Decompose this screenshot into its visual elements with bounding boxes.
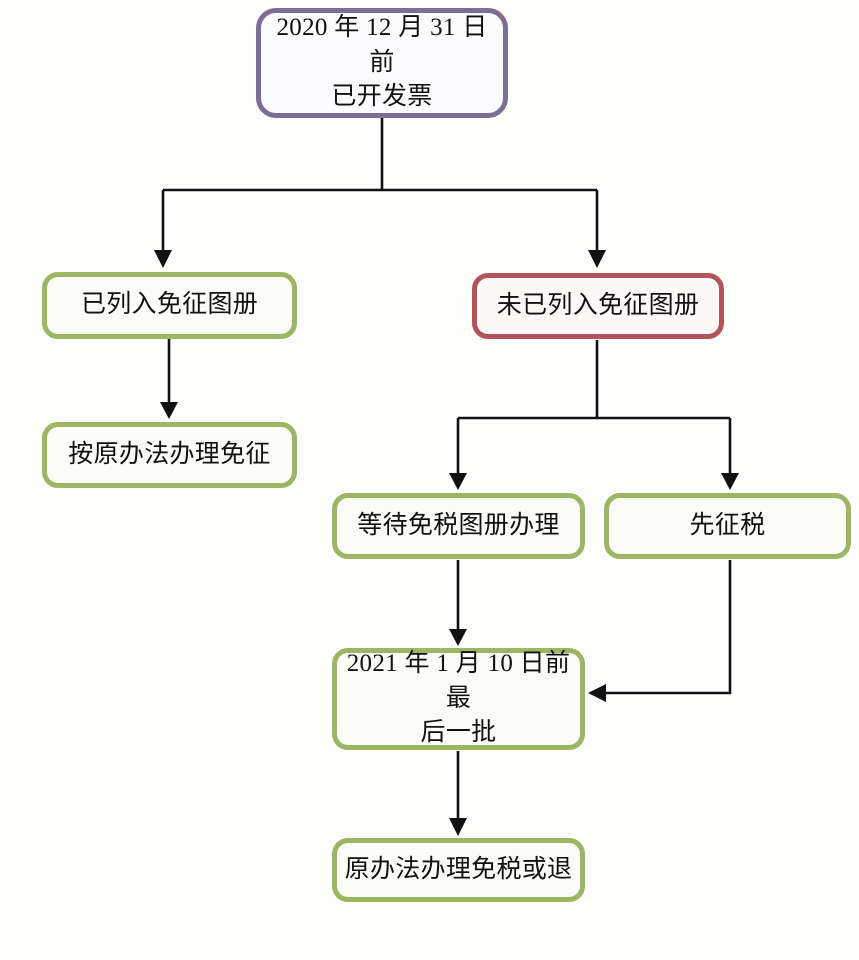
- edge-deadline-to-refund: [449, 751, 467, 836]
- node-pay-tax-first-label: 先征税: [689, 511, 766, 539]
- node-wait-for-catalog-label: 等待免税图册办理: [357, 511, 560, 539]
- node-invoice-issued[interactable]: 2020 年 12 月 31 日前 已开发票: [256, 8, 508, 118]
- node-listed-in-catalog[interactable]: 已列入免征图册: [42, 272, 297, 339]
- node-not-listed-in-catalog-label: 未已列入免征图册: [496, 291, 700, 319]
- edge-listed-to-exempt: [160, 339, 178, 419]
- edge-not-listed-split: [458, 340, 730, 420]
- edge-pay-first-to-deadline: [588, 560, 732, 702]
- edge-not-listed-to-wait: [449, 418, 467, 490]
- edge-invoice-to-not-listed: [588, 190, 606, 268]
- node-invoice-issued-label: 2020 年 12 月 31 日前 已开发票: [276, 14, 488, 111]
- edge-invoice-to-listed: [154, 190, 172, 268]
- node-listed-in-catalog-label: 已列入免征图册: [80, 291, 259, 319]
- node-exempt-original-method[interactable]: 按原办法办理免征: [42, 422, 297, 488]
- node-not-listed-in-catalog[interactable]: 未已列入免征图册: [472, 273, 724, 339]
- node-exempt-or-refund-label: 原办法办理免税或退: [344, 855, 573, 883]
- edge-invoice-split: [163, 118, 597, 192]
- node-exempt-original-method-label: 按原办法办理免征: [68, 440, 271, 468]
- node-last-batch-deadline[interactable]: 2021 年 1 月 10 日前最 后一批: [332, 648, 585, 750]
- node-exempt-or-refund[interactable]: 原办法办理免税或退: [332, 838, 585, 902]
- node-wait-for-catalog[interactable]: 等待免税图册办理: [332, 493, 585, 559]
- edge-wait-to-deadline: [449, 560, 467, 646]
- edge-not-listed-to-pay-first: [721, 418, 739, 490]
- node-pay-tax-first[interactable]: 先征税: [604, 493, 851, 559]
- node-last-batch-deadline-label: 2021 年 1 月 10 日前最 后一批: [346, 650, 571, 747]
